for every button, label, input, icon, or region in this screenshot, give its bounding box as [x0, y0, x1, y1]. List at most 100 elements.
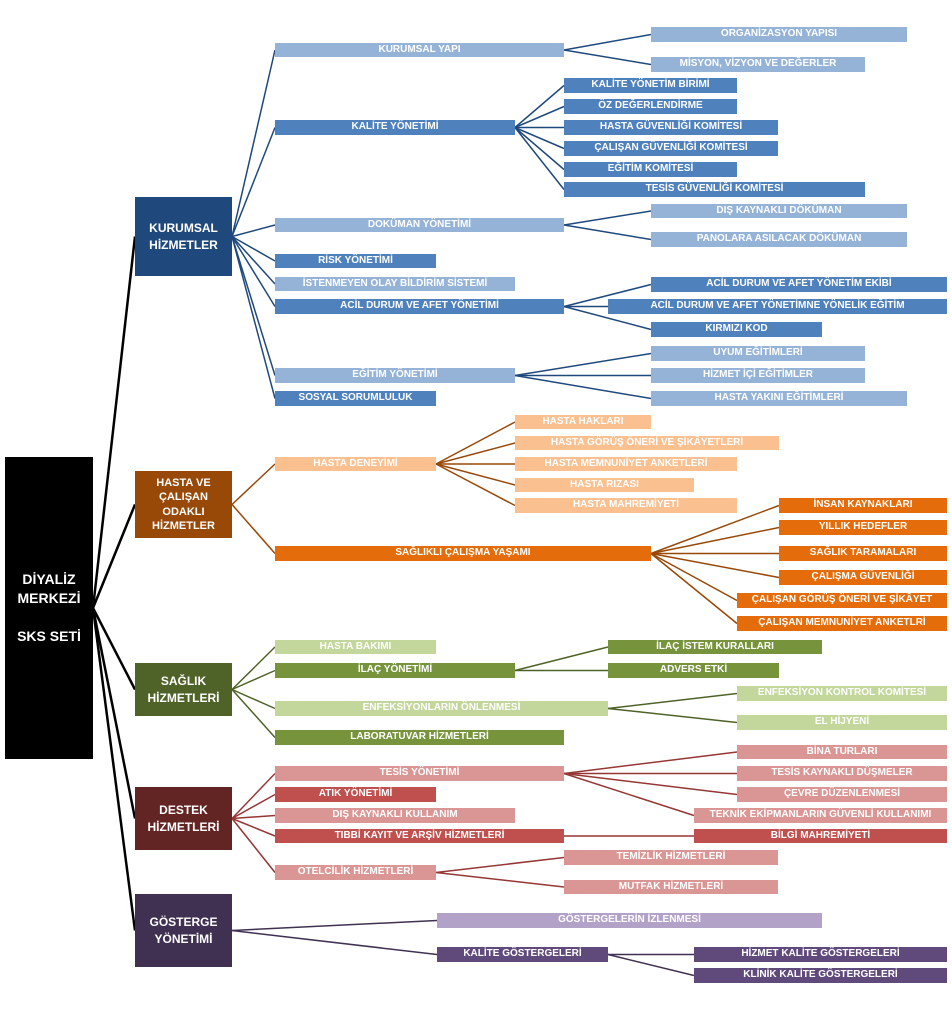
node-kirmizi-kod: KIRMIZI KOD [651, 322, 822, 337]
connector-h-den-to-h-hak [435, 421, 516, 465]
node-hasta-guvenligi-komitesi: HASTA GÜVENLİĞİ KOMİTESİ [564, 120, 778, 135]
node-calisan-memnuniyet-anketleri: ÇALIŞAN MEMNUNİYET ANKETLRİ [737, 616, 947, 631]
connector-k-egt-to-k-hye [514, 374, 652, 400]
connector-m-gosterge-to-g-kg [231, 929, 438, 956]
connector-h-den-to-h-gor [435, 442, 516, 465]
connector-k-kal-to-k-tgk [514, 127, 565, 190]
connector-m-kurumsal-to-k-acil [231, 236, 276, 307]
connector-root-to-m-hasta [91, 504, 137, 609]
node-hasta-bakimi: HASTA BAKIMI [275, 640, 436, 654]
node-calisan-guvenligi-komitesi: ÇALIŞAN GÜVENLİĞİ KOMİTESİ [564, 141, 778, 156]
connector-k-kal-to-k-oz [514, 105, 565, 129]
node-egitim-yonetimi: EĞİTİM YÖNETİMİ [275, 368, 515, 383]
node-kalite-yonetimi: KALİTE YÖNETİMİ [275, 120, 515, 135]
connector-m-destek-to-d-ay [231, 793, 276, 820]
node-atik-yonetimi: ATIK YÖNETİMİ [275, 787, 436, 802]
node-enfeksiyonlarin-onlenmesi: ENFEKSİYONLARIN ÖNLENMESİ [275, 701, 608, 716]
node-hasta-memnuniyet-anketleri: HASTA MEMNUNİYET ANKETLERİ [515, 457, 737, 471]
connector-s-eo-to-s-eh [607, 707, 738, 724]
connector-k-yapi-to-k-mis [563, 49, 652, 66]
connector-m-kurumsal-to-k-risk [231, 235, 276, 262]
connector-m-kurumsal-to-k-yapi [231, 49, 276, 237]
category-hasta-calisan-odakli: HASTA VE ÇALIŞAN ODAKLI HİZMETLER [135, 471, 232, 538]
connector-h-scy-to-h-yh [650, 526, 780, 555]
connector-m-saglik-to-s-iy [231, 669, 276, 691]
node-ilac-yonetimi: İLAÇ YÖNETİMİ [275, 663, 515, 678]
node-gostergelerin-izlenmesi: GÖSTERGELERİN İZLENMESİ [437, 913, 822, 928]
connector-d-oh-to-d-mut [435, 871, 565, 888]
node-uyum-egitimleri: UYUM EĞİTİMLERİ [651, 346, 865, 361]
node-tesis-kaynakli-dusmeler: TESİS KAYNAKLI DÜŞMELER [737, 766, 947, 781]
connector-m-kurumsal-to-k-dok [231, 224, 276, 238]
node-enfeksiyon-kontrol-komitesi: ENFEKSİYON KONTROL KOMİTESİ [737, 686, 947, 701]
node-calisma-guvenligi: ÇALIŞMA GÜVENLİĞİ [779, 570, 947, 585]
connector-m-saglik-to-s-eo [231, 688, 276, 710]
node-tibbi-kayit-arsiv: TIBBİ KAYIT VE ARŞİV HİZMETLERİ [275, 829, 564, 843]
connector-m-kurumsal-to-k-sos [231, 236, 276, 399]
node-hasta-gorus-oneri: HASTA GÖRÜŞ ÖNERİ VE ŞİKÂYETLERİ [515, 436, 779, 450]
node-kurumsal-yapi: KURUMSAL YAPI [275, 43, 564, 57]
connector-m-destek-to-d-oh [231, 818, 276, 873]
connector-root-to-m-destek [91, 607, 137, 819]
connector-s-iy-to-s-iik [514, 646, 609, 672]
root-node: DİYALİZ MERKEZİ SKS SETİ [5, 457, 93, 759]
connector-k-kal-to-k-ek [514, 126, 565, 171]
connector-k-egt-to-k-uyum [514, 352, 652, 377]
connector-k-yapi-to-k-org [563, 33, 652, 51]
connector-m-hasta-to-h-den [231, 463, 276, 506]
connector-d-ty-to-d-te [563, 772, 695, 817]
connector-h-scy-to-h-ik [650, 504, 780, 555]
node-hizmet-kalite-gostergeleri: HİZMET KALİTE GÖSTERGELERİ [694, 947, 947, 962]
node-misyon-vizyon: MİSYON, VİZYON VE DEĞERLER [651, 57, 865, 72]
connector-k-dok-to-k-pano [563, 224, 652, 241]
node-advers-etki: ADVERS ETKİ [608, 663, 779, 678]
node-dis-kaynakli-kullanim: DIŞ KAYNAKLI KULLANIM [275, 808, 515, 823]
node-laboratuvar-hizmetleri: LABORATUVAR HİZMETLERİ [275, 730, 564, 745]
node-tesis-yonetimi: TESİS YÖNETİMİ [275, 766, 564, 781]
node-acil-durum-afet-egitim: ACİL DURUM VE AFET YÖNETİMNE YÖNELİK EĞİ… [608, 299, 947, 314]
node-saglik-taramalari: SAĞLIK TARAMALARI [779, 546, 947, 561]
node-hizmet-ici-egitimler: HİZMET İÇİ EĞİTİMLER [651, 368, 865, 383]
node-risk-yonetimi: RİSK YÖNETİMİ [275, 254, 436, 268]
node-hasta-deneyimi: HASTA DENEYİMİ [275, 457, 436, 471]
connector-h-scy-to-h-cg [650, 552, 780, 579]
node-organizasyon-yapisi: ORGANİZASYON YAPISI [651, 27, 907, 42]
node-istenmeyen-olay-bildirim: İSTENMEYEN OLAY BİLDİRİM SİSTEMİ [275, 277, 515, 291]
connector-m-destek-to-d-ty [231, 772, 276, 820]
connector-root-to-m-saglik [91, 607, 137, 691]
category-saglik-hizmetleri: SAĞLIK HİZMETLERİ [135, 663, 232, 716]
connector-k-kal-to-k-cgk [514, 126, 565, 150]
connector-h-scy-to-h-cma [650, 552, 738, 625]
connector-m-destek-to-d-tk [231, 817, 276, 837]
node-panolara-asilacak-dokuman: PANOLARA ASILACAK DÖKÜMAN [651, 232, 907, 247]
node-calisan-gorus-oneri: ÇALIŞAN GÖRÜŞ ÖNERİ VE ŞİKÂYET [737, 593, 947, 608]
connector-m-kurumsal-to-k-iob [231, 235, 276, 285]
node-saglikli-calisma-yasami: SAĞLIKLI ÇALIŞMA YAŞAMI [275, 546, 651, 561]
connector-s-eo-to-s-ekk [607, 692, 738, 710]
node-mutfak-hizmetleri: MUTFAK HİZMETLERİ [564, 880, 778, 894]
connector-m-saglik-to-s-hb [231, 646, 276, 691]
node-oz-degerlendirme: ÖZ DEĞERLENDİRME [564, 99, 737, 114]
node-acil-durum-afet-ekibi: ACİL DURUM VE AFET YÖNETİM EKİBİ [651, 277, 947, 292]
connector-h-den-to-h-riz [435, 463, 516, 486]
node-bilgi-mahremiyeti: BİLGİ MAHREMİYETİ [694, 829, 947, 843]
node-hasta-yakini-egitimleri: HASTA YAKINI EĞİTİMLERİ [651, 391, 907, 406]
node-hasta-haklari: HASTA HAKLARI [515, 415, 651, 429]
node-kalite-yonetim-birimi: KALİTE YÖNETİM BİRİMİ [564, 78, 737, 93]
node-dis-kaynakli-dokuman: DIŞ KAYNAKLI DÖKÜMAN [651, 204, 907, 218]
connector-m-destek-to-d-dk [231, 814, 276, 820]
connector-g-kg-to-g-kk [607, 953, 695, 977]
node-teknik-ekipman-guvenli-kullanim: TEKNİK EKİPMANLARIN GÜVENLİ KULLANIMI [694, 808, 947, 823]
node-egitim-komitesi: EĞİTİM KOMİTESİ [564, 162, 737, 177]
node-sosyal-sorumluluk: SOSYAL SORUMLULUK [275, 391, 436, 406]
node-dokuman-yonetimi: DOKÜMAN YÖNETİMİ [275, 218, 564, 232]
node-acil-durum-afet-yonetimi: ACİL DURUM VE AFET YÖNETİMİ [275, 299, 564, 314]
connector-h-scy-to-h-cgo [650, 552, 738, 602]
node-otelcilik-hizmetleri: OTELCİLİK HİZMETLERİ [275, 865, 436, 880]
node-ilac-istem-kurallari: İLAÇ İSTEM KURALLARI [608, 640, 822, 654]
connector-k-acil-to-k-kod [563, 305, 652, 331]
node-klinik-kalite-gostergeleri: KLİNİK KALİTE GÖSTERGELERİ [694, 968, 947, 983]
connector-k-acil-to-k-acil1 [563, 283, 652, 308]
connector-h-den-to-h-mah [435, 463, 516, 507]
connector-root-to-m-gosterge [91, 607, 137, 931]
